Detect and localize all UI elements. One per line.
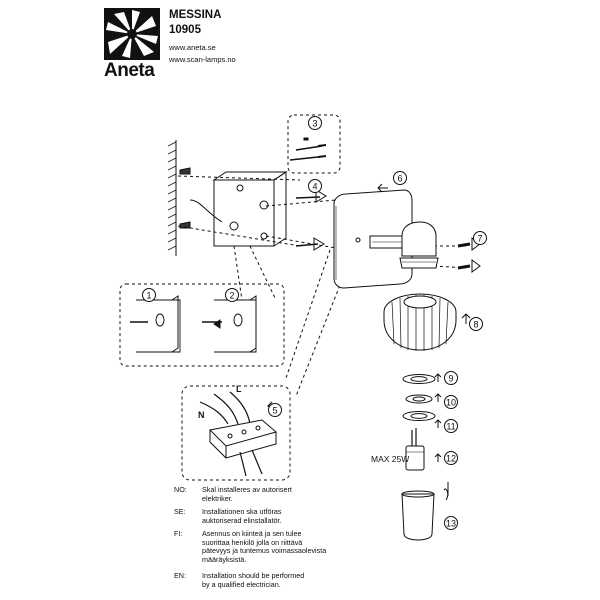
note-en-line-1: Installation should be performed xyxy=(202,571,305,580)
screws-detail xyxy=(287,114,341,174)
note-fi-line-1: Asennus on kiinteä ja sen tulee xyxy=(202,529,302,538)
note-se-code: SE: xyxy=(174,507,186,516)
step-11-circle xyxy=(444,419,458,433)
step-8-circle xyxy=(469,317,483,331)
step-13-label: 13 xyxy=(446,519,456,529)
note-se-line-2: auktoriserad elinstallatör. xyxy=(202,515,282,525)
step-10-label: 10 xyxy=(446,398,456,408)
step-10-circle xyxy=(444,395,458,409)
website-links: www.aneta.se www.scan-lamps.no xyxy=(169,42,236,66)
note-no: NO: Skal installeres av autorisert elekt… xyxy=(174,485,382,503)
step-2-label: 2 xyxy=(229,291,234,301)
step-11-label: 11 xyxy=(446,422,455,432)
ring-11 xyxy=(402,411,436,421)
wall-illustration xyxy=(167,140,191,256)
step-8-label: 8 xyxy=(473,320,478,330)
product-title: MESSINA 10905 xyxy=(169,8,221,38)
screw-set-4 xyxy=(295,189,327,251)
step-13-circle xyxy=(444,516,458,530)
lamp-holder xyxy=(369,221,439,269)
wire-label-n: N xyxy=(198,410,205,420)
note-fi-line-4: määräyksistä. xyxy=(202,554,247,564)
bulb-socket xyxy=(405,428,425,471)
step-5-circle xyxy=(268,403,282,417)
step-12-circle xyxy=(444,451,458,465)
step-1-label: 1 xyxy=(146,291,151,301)
note-fi: FI: Asennus on kiinteä ja sen tulee suor… xyxy=(174,529,382,564)
note-en-code: EN: xyxy=(174,571,186,580)
aneta-logo-icon xyxy=(104,8,160,60)
note-se-line-1: Installationen ska utföras xyxy=(202,507,282,516)
step-4-label: 4 xyxy=(312,182,317,192)
step-7-label: 7 xyxy=(477,234,482,244)
step-3-label: 3 xyxy=(312,119,317,129)
step-7-circle xyxy=(473,231,487,245)
mounting-box xyxy=(177,171,301,247)
note-no-line-2: elektriker. xyxy=(202,493,233,503)
product-name: MESSINA xyxy=(169,9,222,21)
step-9-label: 9 xyxy=(448,374,453,384)
step-4-circle xyxy=(308,179,322,193)
step-6-circle xyxy=(393,171,407,185)
note-fi-line-3: pätevyys ja tuntemus voimassaolevista xyxy=(202,546,327,556)
note-en: EN: Installation should be performed by … xyxy=(174,571,382,589)
wall-plate xyxy=(333,189,413,289)
direction-arrows xyxy=(377,183,471,501)
link-aneta[interactable]: www.aneta.se xyxy=(169,43,216,52)
link-scan-lamps[interactable]: www.scan-lamps.no xyxy=(169,55,236,64)
note-se: SE: Installationen ska utföras auktorise… xyxy=(174,507,382,525)
step-3-circle xyxy=(308,116,322,130)
step-9-circle xyxy=(444,371,458,385)
max-wattage-label: MAX 25W xyxy=(371,454,410,464)
ring-9 xyxy=(402,374,436,384)
wire-label-l: L xyxy=(236,384,242,394)
note-fi-code: FI: xyxy=(174,529,183,538)
note-en-line-2: by a qualified electrician. xyxy=(202,579,281,589)
step-6-label: 6 xyxy=(397,174,402,184)
wiring-detail xyxy=(181,385,291,481)
note-no-line-1: Skal installeres av autorisert xyxy=(202,485,292,494)
note-fi-line-2: suorittaa henkilö jolla on riittävä xyxy=(202,537,303,547)
lamp-shade xyxy=(383,293,457,351)
product-number: 10905 xyxy=(169,24,201,36)
step-2-circle xyxy=(225,288,239,302)
step-5-label: 5 xyxy=(272,406,277,416)
ring-10 xyxy=(405,394,433,404)
step-1-circle xyxy=(142,288,156,302)
glass-cover xyxy=(401,490,435,541)
step-12-label: 12 xyxy=(446,454,456,464)
brand-name: Aneta xyxy=(104,60,155,81)
note-no-code: NO: xyxy=(174,485,187,494)
